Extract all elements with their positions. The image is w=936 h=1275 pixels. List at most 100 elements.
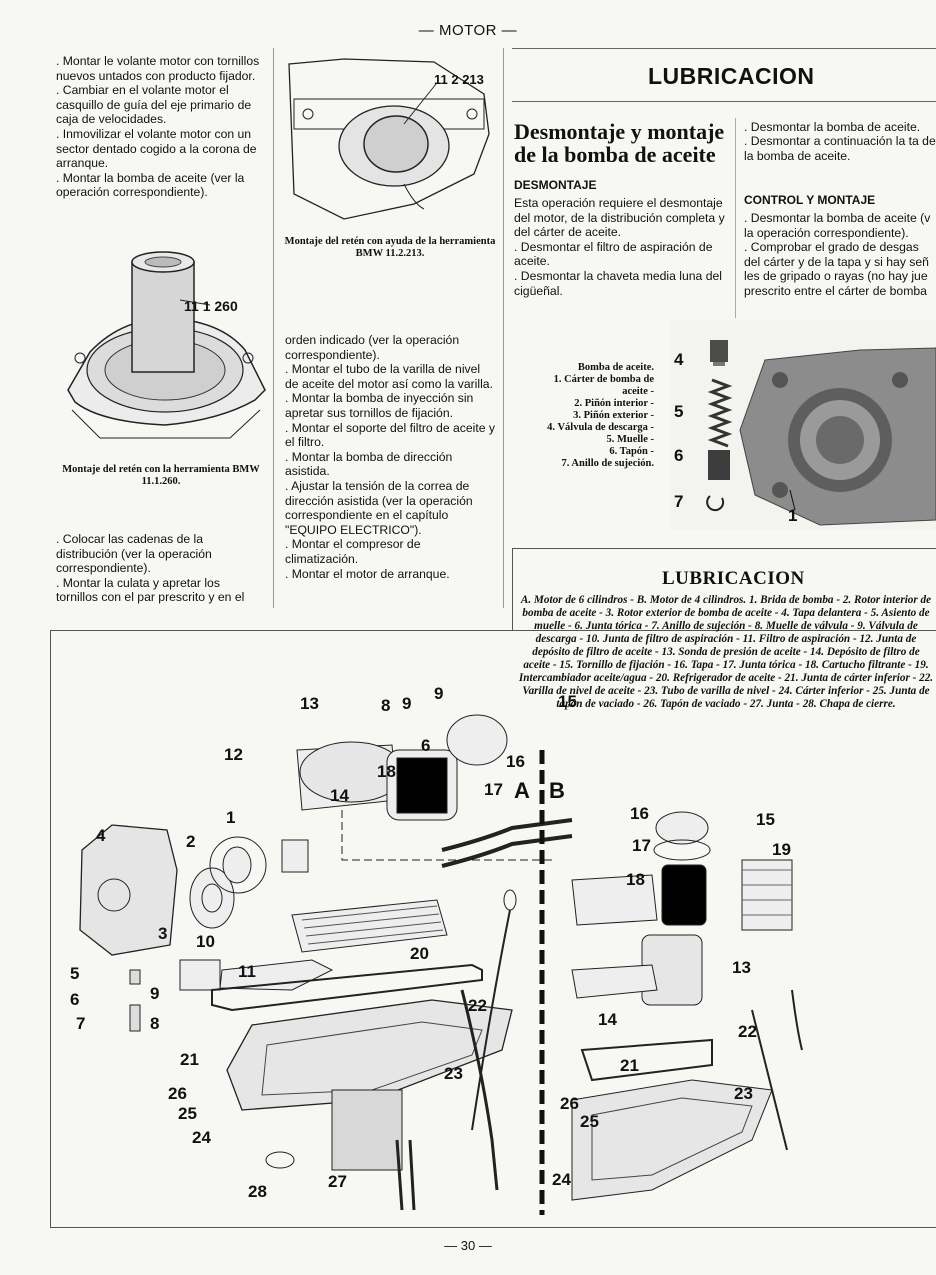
callout: 22: [468, 996, 487, 1015]
page-header: — MOTOR —: [418, 22, 518, 39]
column-divider: [735, 118, 736, 318]
paragraph: . Montar el soporte del filtro de aceite…: [285, 420, 496, 450]
seal-tool-figure: 11 1 260: [60, 240, 270, 455]
seal-tool-figure-2: 11 2 213: [284, 54, 494, 234]
pump-caption: Bomba de aceite. 1. Cárter de bomba de a…: [520, 362, 654, 470]
paragraph: orden indicado (ver la operación corresp…: [285, 333, 460, 362]
section-banner: LUBRICACION: [512, 48, 936, 102]
caption-line: 6. Tapón -: [609, 446, 654, 457]
callout: 1: [226, 808, 236, 827]
paragraph: . Desmontar la chaveta media luna del ci…: [514, 268, 722, 298]
callout: 8: [381, 696, 391, 715]
callout: 9: [402, 694, 412, 713]
paragraph: . Montar la culata y apretar los tornill…: [56, 575, 245, 605]
caption-line: 5. Muelle -: [606, 434, 654, 445]
callout: 3: [158, 924, 168, 943]
callout: 18: [377, 762, 396, 781]
section-title: LUBRICACION: [648, 63, 815, 89]
callout: 6: [421, 736, 431, 755]
callout: 6: [70, 990, 80, 1009]
column-divider: [503, 48, 504, 608]
paragraph: . Montar el motor de arranque.: [285, 566, 450, 581]
callout: 16: [630, 804, 649, 823]
callout: 21: [180, 1050, 199, 1069]
callout: 13: [300, 694, 319, 713]
callout: 22: [738, 1022, 757, 1041]
callout: 12: [224, 745, 243, 764]
caption-line: 3. Piñón exterior -: [573, 410, 654, 421]
col1-text: . Montar le volante motor con tornillos …: [56, 54, 264, 200]
callout: 9: [150, 984, 160, 1003]
paragraph: . Desmontar a continuación la ta de la b…: [744, 134, 936, 163]
column-divider: [273, 48, 274, 608]
callout: 10: [196, 932, 215, 951]
exploded-view-drawing: [79, 714, 803, 1215]
callout: 17: [632, 836, 651, 855]
callout: 13: [732, 958, 751, 977]
callout: 17: [484, 780, 503, 799]
callout: 2: [186, 832, 196, 851]
paragraph: . Montar la bomba de inyección sin apret…: [285, 391, 474, 420]
lubrication-diagram: [50, 630, 936, 1228]
callout: 7: [76, 1014, 86, 1033]
caption-line: 2. Piñón interior -: [574, 398, 654, 409]
caption-line: Bomba de aceite.: [577, 362, 654, 373]
part-label: 1: [788, 506, 798, 525]
col4-text: . Desmontar la bomba de aceite.: [744, 120, 936, 135]
figure-caption: Montaje del retén con la herramienta BMW…: [62, 464, 260, 487]
callout: 23: [444, 1064, 463, 1083]
part-label: 7: [674, 492, 684, 511]
oil-pump-photo: 4 5 6 7 1: [670, 320, 936, 530]
tool-label: 11 1 260: [184, 298, 238, 314]
callout: 25: [580, 1112, 599, 1131]
callout: 18: [626, 870, 645, 889]
procedure-heading: Desmontaje y montaje de la bomba de acei…: [514, 119, 725, 167]
paragraph: . Desmontar el filtro de aspiración de a…: [514, 239, 713, 269]
paragraph: . Desmontar la bomba de aceite (v la ope…: [744, 211, 931, 240]
paragraph: . Comprobar el grado de desgas del cárte…: [744, 240, 929, 298]
callout: 14: [330, 786, 349, 805]
paragraph: . Montar le volante motor con tornillos …: [56, 54, 260, 83]
paragraph: . Cambiar en el volante motor el casquil…: [56, 83, 252, 127]
callout: 21: [620, 1056, 639, 1075]
caption-line: aceite -: [622, 386, 654, 397]
callout: 4: [96, 826, 106, 845]
callout: 20: [410, 944, 429, 963]
callout: 25: [178, 1104, 197, 1123]
paragraph: . Desmontar la bomba de aceite.: [744, 120, 921, 134]
diagram-legend: A. Motor de 6 cilindros - B. Motor de 4 …: [518, 594, 934, 710]
callout: 27: [328, 1172, 347, 1191]
diagram-title: LUBRICACION: [662, 568, 805, 589]
paragraph: Esta operación requiere el desmontaje de…: [514, 196, 725, 240]
part-label: 4: [674, 350, 684, 369]
paragraph: . Montar la bomba de aceite (ver la oper…: [56, 170, 245, 200]
paragraph: . Colocar las cadenas de la distribución…: [56, 532, 212, 576]
callout: 19: [772, 840, 791, 859]
legend-box: [512, 548, 936, 631]
callout: 26: [168, 1084, 187, 1103]
paragraph: . Montar el compresor de climatización.: [285, 537, 421, 566]
callout: 26: [560, 1094, 579, 1113]
callout: 15: [558, 692, 577, 711]
callout: 11: [238, 962, 256, 981]
callout: 15: [756, 810, 775, 829]
paragraph: . Inmovilizar el volante motor con un se…: [56, 126, 257, 171]
subheading: DESMONTAJE: [514, 178, 597, 192]
caption-line: 4. Válvula de descarga -: [547, 422, 654, 433]
callout: 23: [734, 1084, 753, 1103]
callout: 14: [598, 1010, 617, 1029]
caption-line: 7. Anillo de sujeción.: [561, 458, 654, 469]
subheading: CONTROL Y MONTAJE: [744, 193, 876, 207]
section-a-label: A: [514, 778, 530, 803]
col4-text-lower: . Desmontar la bomba de aceite (v la ope…: [744, 211, 936, 299]
paragraph: . Montar la bomba de dirección asistida.: [285, 449, 453, 479]
callout: 28: [248, 1182, 267, 1201]
part-label: 5: [674, 402, 684, 421]
callout: 5: [70, 964, 80, 983]
figure-caption: Montaje del retén con ayuda de la herram…: [284, 236, 496, 259]
page-number: — 30 —: [444, 1238, 492, 1253]
caption-line: 1. Cárter de bomba de: [553, 374, 654, 385]
callout: 24: [552, 1170, 571, 1189]
paragraph: . Montar el tubo de la varilla de nivel …: [285, 362, 493, 391]
part-label: 6: [674, 446, 684, 465]
